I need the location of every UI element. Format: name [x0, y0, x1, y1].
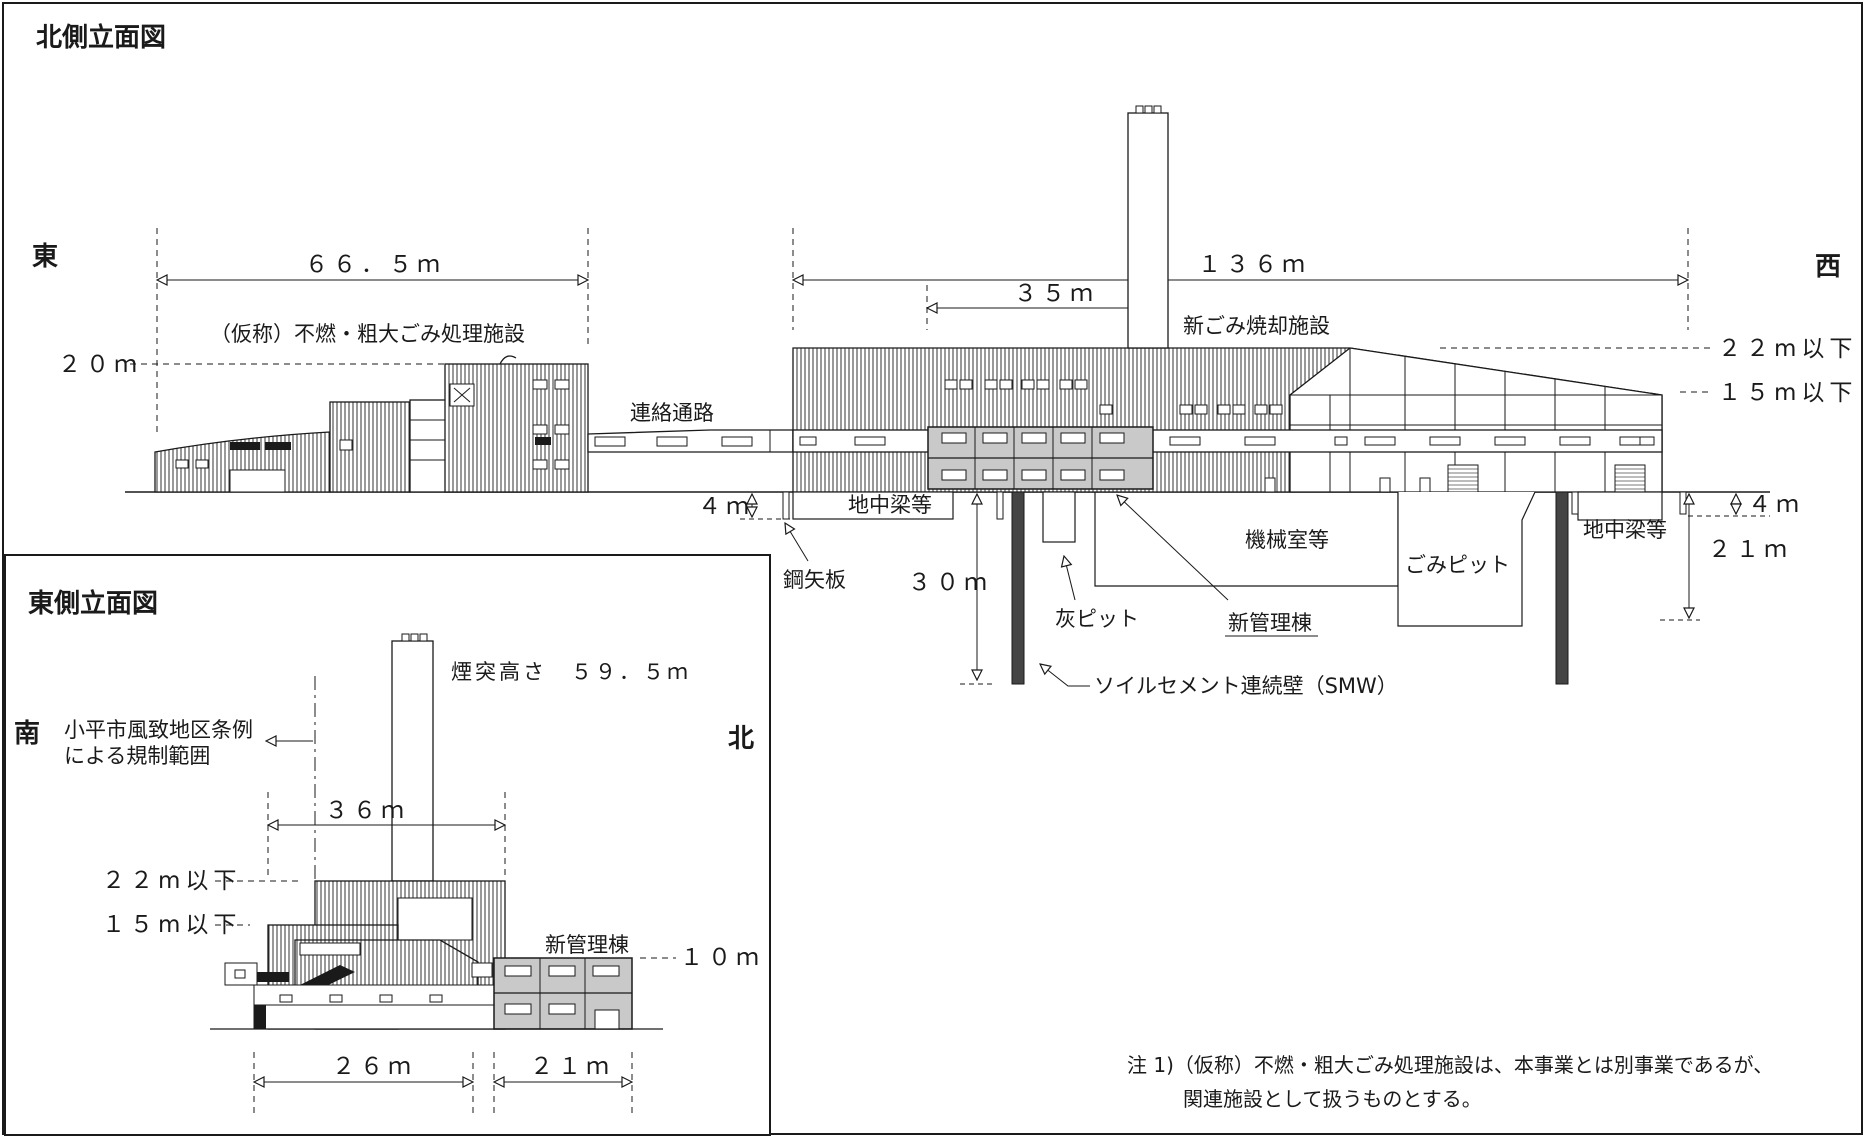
sheet-pile-label: 鋼矢板 — [783, 568, 846, 592]
smw-pile-left — [1011, 491, 1025, 685]
north-elevation-title: 北側立面図 — [36, 22, 166, 53]
depth-4m-left-label: ４ｍ — [698, 494, 754, 520]
east-height-10m-label: １０ｍ — [680, 945, 764, 971]
east-direction-label: 東 — [32, 242, 58, 272]
east-elevation-frame — [4, 554, 771, 1136]
new-admin-label-north: 新管理棟 — [1228, 611, 1312, 635]
east-height-22m-label: ２２m以下 — [102, 868, 241, 894]
depth-30m-dimension — [960, 494, 995, 685]
chimney-north — [1127, 105, 1169, 349]
ash-pit-label: 灰ピット — [1055, 607, 1139, 631]
height-15m-label: １５m以下 — [1718, 380, 1857, 406]
machine-room-label: 機械室等 — [1245, 528, 1329, 552]
east-height-15m-label: １５m以下 — [102, 912, 241, 938]
height-20m-label: ２０ｍ — [58, 352, 142, 378]
height-22m-label: ２２m以下 — [1718, 336, 1857, 362]
west-direction-label: 西 — [1815, 252, 1841, 282]
sorting-facility-building — [154, 355, 589, 493]
footnote-line1: 注 1)（仮称）不燃・粗大ごみ処理施設は、本事業とは別事業であるが、 — [1127, 1053, 1773, 1077]
ash-pit — [1042, 491, 1076, 543]
beam-left-label: 地中梁等 — [848, 493, 932, 517]
depth-30m-label: ３０ｍ — [908, 570, 992, 596]
north-direction-label: 北 — [728, 724, 754, 754]
dimension-66-5m-label: ６６．５ｍ — [305, 252, 445, 278]
smw-pile-right — [1555, 491, 1569, 685]
sorting-facility-label: （仮称）不燃・粗大ごみ処理施設 — [210, 322, 525, 346]
depth-21m-label: ２１ｍ — [1708, 537, 1792, 563]
incinerator-facility — [792, 347, 1663, 493]
garbage-pit-label: ごみピット — [1405, 553, 1510, 577]
new-admin-label-east: 新管理棟 — [545, 933, 629, 957]
sheet-pile-leader — [785, 523, 809, 562]
connecting-passage — [587, 429, 794, 453]
depth-4m-right-label: ４ｍ — [1748, 492, 1804, 518]
new-admin-leader — [1117, 495, 1229, 601]
smw-leader — [1040, 664, 1090, 687]
dimension-35m-label: ３５ｍ — [1014, 281, 1098, 307]
dimension-36m-label: ３６ｍ — [325, 798, 409, 824]
new-admin-building-east — [493, 957, 633, 1030]
dimension-136m-label: １３６ｍ — [1198, 252, 1310, 278]
ash-pit-leader — [1064, 556, 1076, 601]
regulation-label-line1: 小平市風致地区条例 — [64, 718, 253, 742]
garbage-pit — [1397, 491, 1536, 627]
smw-label: ソイルセメント連続壁（SMW） — [1094, 674, 1398, 698]
connecting-passage-label: 連絡通路 — [630, 401, 714, 425]
south-direction-label: 南 — [14, 719, 40, 749]
beam-right-label: 地中梁等 — [1583, 518, 1667, 542]
regulation-label-line2: による規制範囲 — [64, 744, 210, 768]
footnote-line2: 関連施設として扱うものとする。 — [1183, 1087, 1482, 1111]
underground-beam-right — [1571, 491, 1770, 621]
new-admin-building-north — [927, 426, 1154, 490]
underground-beam-left — [740, 491, 1004, 520]
dimension-36m — [268, 792, 505, 880]
chimney-east — [391, 633, 434, 882]
dimension-26m-label: ２６ｍ — [332, 1054, 416, 1080]
dimension-26m-21m — [254, 1052, 632, 1115]
east-elevation-title: 東側立面図 — [28, 588, 158, 619]
dimension-21m-label: ２１ｍ — [530, 1054, 614, 1080]
dimension-136m — [793, 228, 1688, 330]
incinerator-label: 新ごみ焼却施設 — [1183, 314, 1330, 338]
dimension-66-5m — [157, 228, 588, 432]
chimney-height-label: 煙突高さ ５９．５ｍ — [451, 660, 691, 684]
